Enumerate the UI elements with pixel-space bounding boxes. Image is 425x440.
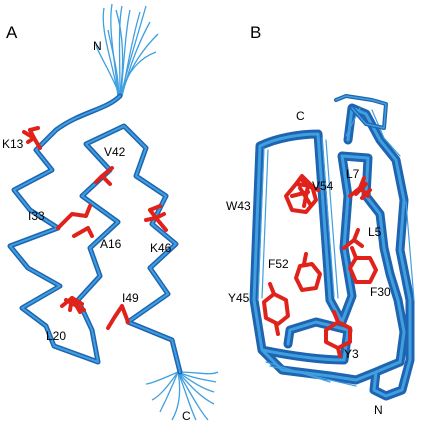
side-chain-y3 — [324, 310, 352, 358]
side-chain-i49 — [106, 304, 130, 330]
side-chain-v54 — [300, 178, 320, 208]
panel-a-n-terminal-ensemble — [95, 3, 159, 97]
panel-b-letter: B — [250, 23, 261, 42]
residue-label-y45: Y45 — [228, 291, 250, 305]
side-chain-k13 — [22, 126, 42, 150]
residue-label-i33: I33 — [28, 209, 45, 223]
panel-b: B — [226, 23, 415, 417]
residue-label-k13: K13 — [2, 137, 24, 151]
panel-b-n-terminus-label: N — [374, 403, 383, 417]
residue-label-v54: V54 — [312, 179, 334, 193]
panel-a-side-chains — [22, 126, 168, 330]
panel-b-side-chains — [262, 174, 378, 358]
side-chain-k46 — [144, 204, 168, 232]
side-chain-l7 — [348, 176, 372, 200]
side-chain-l5 — [342, 228, 364, 250]
residue-label-v42: V42 — [104, 145, 126, 159]
panel-b-c-terminus-label: C — [296, 109, 305, 123]
residue-label-k46: K46 — [150, 241, 172, 255]
side-chain-a16 — [72, 226, 94, 238]
side-chain-f30 — [348, 246, 378, 284]
panel-a-backbone — [7, 93, 183, 375]
panel-a-letter: A — [6, 23, 18, 42]
residue-label-l7: L7 — [346, 167, 360, 181]
residue-label-f52: F52 — [268, 257, 289, 271]
panel-b-labels: C N W43 V54 L7 L5 F52 F30 Y45 Y3 — [226, 109, 391, 417]
residue-label-y3: Y3 — [344, 347, 359, 361]
panel-a-labels: N C K13 V42 I33 A16 K46 I49 L20 — [2, 39, 191, 423]
panel-a: A — [2, 3, 219, 423]
panel-b-backbone — [249, 94, 415, 401]
side-chain-v42 — [94, 166, 114, 186]
residue-label-w43: W43 — [226, 199, 251, 213]
side-chain-f52 — [294, 252, 322, 292]
panel-a-n-terminus-label: N — [93, 39, 102, 53]
panel-a-c-terminus-label: C — [182, 409, 191, 423]
side-chain-i33 — [56, 204, 92, 230]
residue-label-i49: I49 — [122, 291, 139, 305]
panel-a-c-terminal-ensemble — [145, 371, 219, 421]
residue-label-a16: A16 — [100, 237, 122, 251]
residue-label-l5: L5 — [368, 225, 382, 239]
residue-label-l20: L20 — [46, 329, 66, 343]
side-chain-l20 — [60, 296, 86, 314]
side-chain-y45 — [262, 282, 290, 336]
residue-label-f30: F30 — [370, 285, 391, 299]
